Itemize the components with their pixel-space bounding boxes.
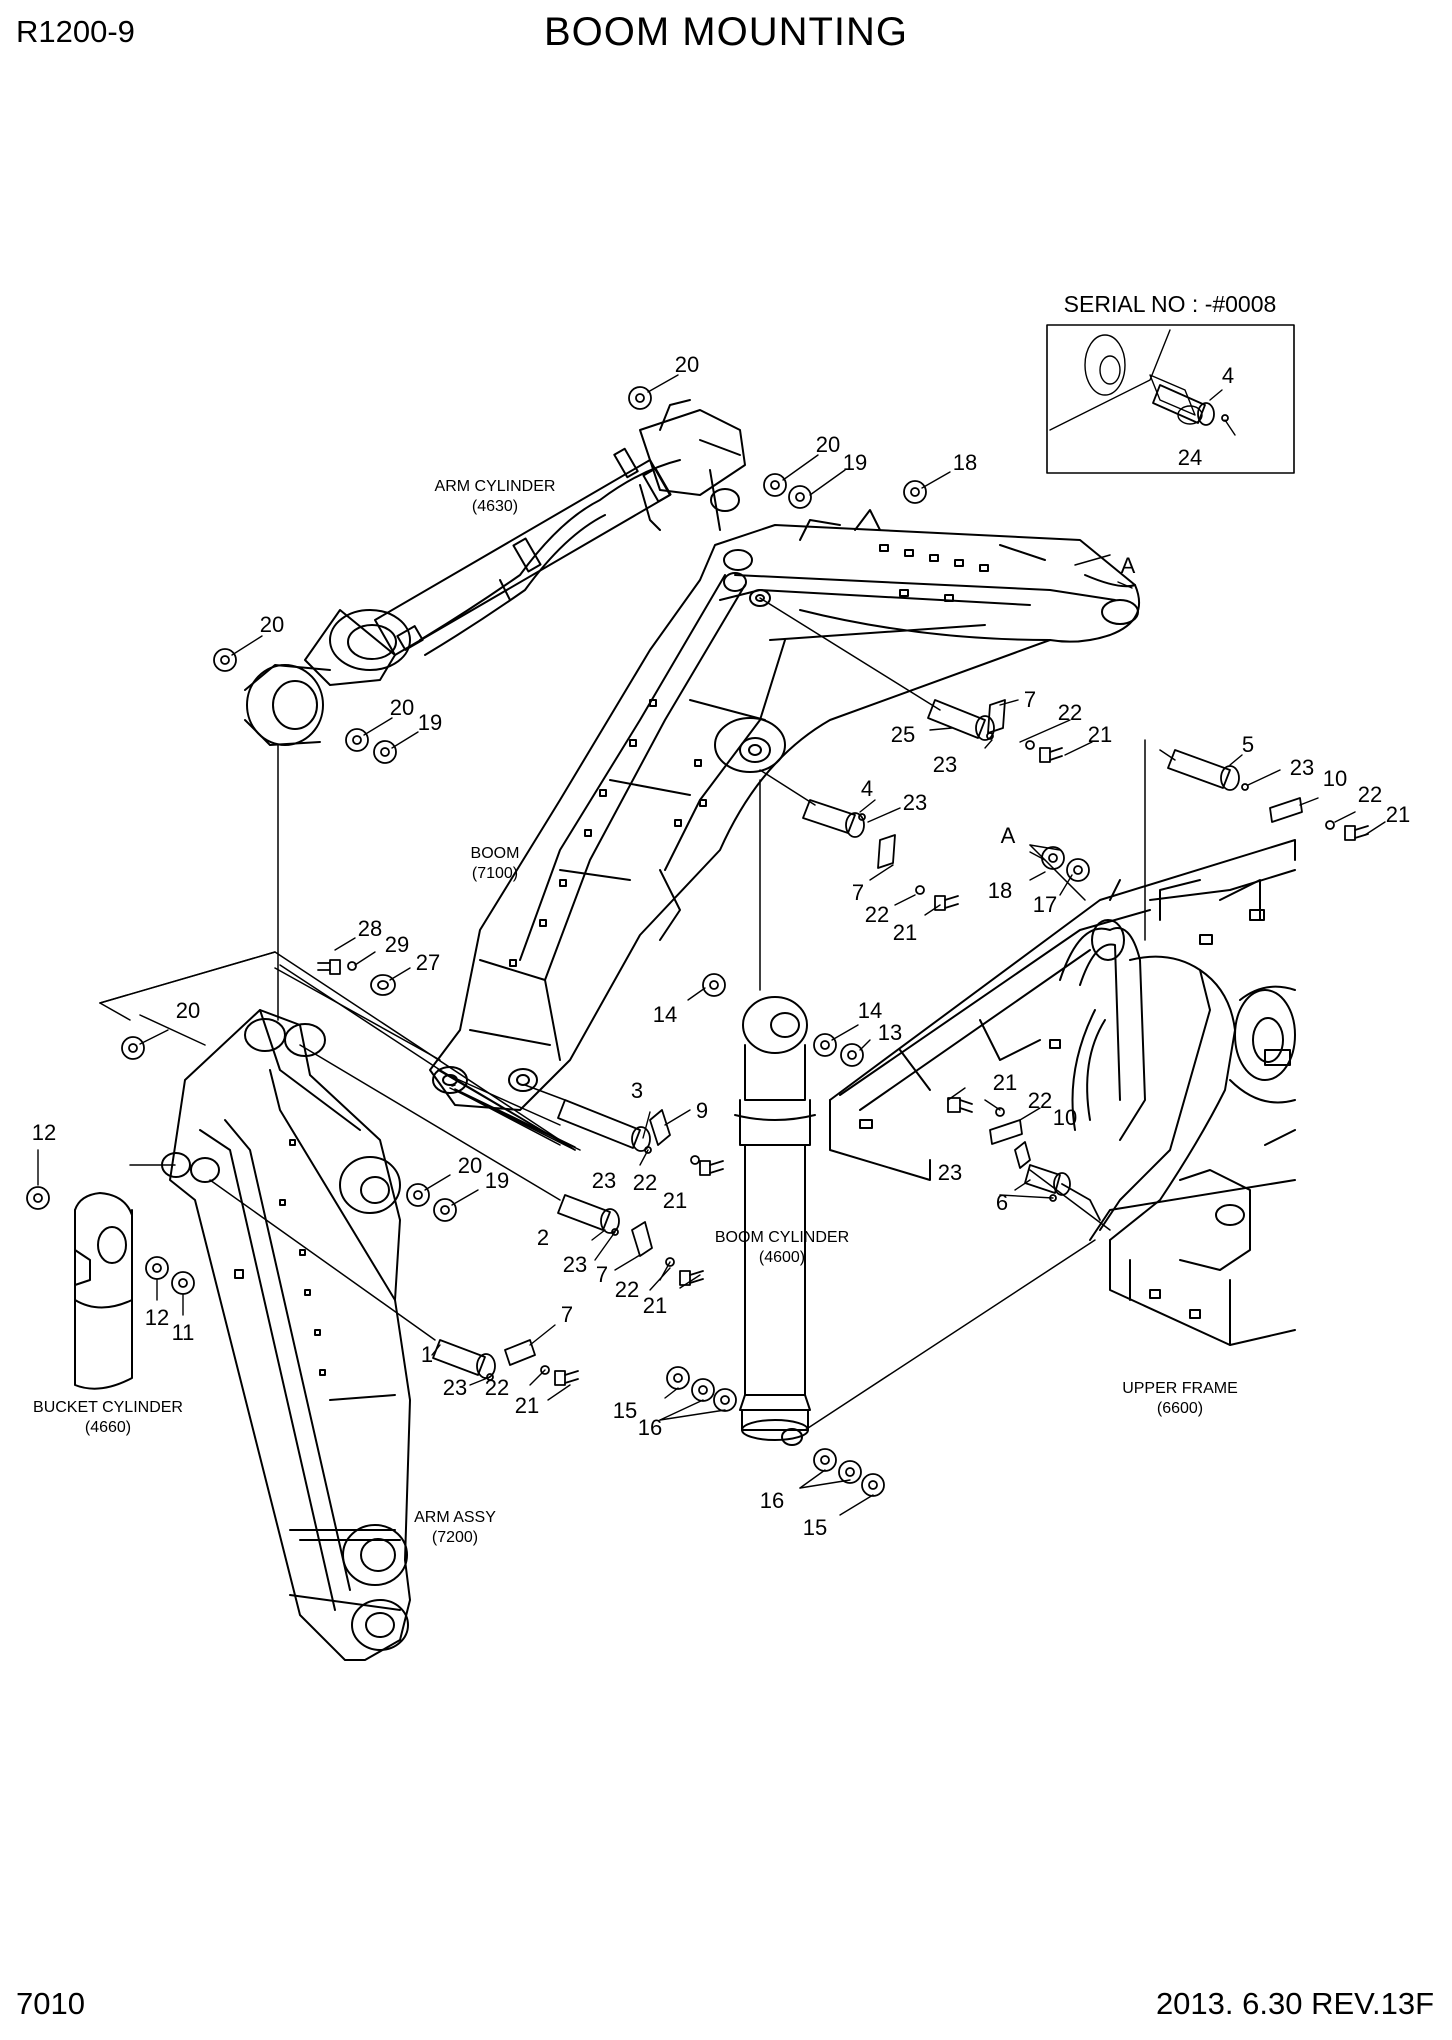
callout-28: 28	[358, 916, 382, 941]
callout-15: 15	[803, 1515, 827, 1540]
callout-7: 7	[596, 1262, 608, 1287]
callout-18: 18	[953, 450, 977, 475]
callout-24: 24	[1178, 445, 1202, 470]
view-ref-a-upper: A	[1121, 553, 1136, 578]
boom-cylinder-code: (4600)	[759, 1249, 805, 1266]
callout-21: 21	[893, 920, 917, 945]
callout-23: 23	[592, 1168, 616, 1193]
callout-25: 25	[891, 722, 915, 747]
callout-9: 9	[696, 1098, 708, 1123]
boom-label: BOOM	[471, 845, 520, 862]
callout-22: 22	[865, 902, 889, 927]
bucket-cylinder-code: (4660)	[85, 1419, 131, 1436]
callout-16: 16	[638, 1415, 662, 1440]
upper-frame-label: UPPER FRAME	[1122, 1380, 1238, 1397]
callout-6: 6	[996, 1190, 1008, 1215]
callout-20: 20	[458, 1153, 482, 1178]
callout-20: 20	[176, 998, 200, 1023]
callout-20: 20	[816, 432, 840, 457]
callout-22: 22	[1058, 700, 1082, 725]
view-ref-a-lower: A	[1001, 823, 1016, 848]
callout-27: 27	[416, 950, 440, 975]
callout-21: 21	[643, 1293, 667, 1318]
callout-15: 15	[613, 1398, 637, 1423]
revision-date: 2013. 6.30 REV.13F	[1155, 1986, 1434, 2021]
callout-20: 20	[675, 352, 699, 377]
callout-16: 16	[760, 1488, 784, 1513]
callout-22: 22	[485, 1375, 509, 1400]
arm-assy-code: (7200)	[432, 1529, 478, 1546]
boom-cylinder-outline	[734, 996, 816, 1446]
upper-frame-outline	[829, 839, 1296, 1346]
callout-19: 19	[418, 710, 442, 735]
callout-10: 10	[1053, 1105, 1077, 1130]
callout-21: 21	[515, 1393, 539, 1418]
callout-12: 12	[145, 1305, 169, 1330]
callout-23: 23	[903, 790, 927, 815]
boom-cylinder-label: BOOM CYLINDER	[715, 1229, 849, 1246]
callout-4: 4	[1222, 363, 1234, 388]
callout-5: 5	[1242, 732, 1254, 757]
callout-10: 10	[1323, 766, 1347, 791]
arm-cylinder-outline	[244, 399, 753, 746]
bucket-cylinder-label: BUCKET CYLINDER	[33, 1399, 183, 1416]
serial-inset-frame	[1046, 324, 1295, 474]
callout-7: 7	[1024, 687, 1036, 712]
callout-22: 22	[1028, 1088, 1052, 1113]
callout-22: 22	[633, 1170, 657, 1195]
callout-7: 7	[852, 880, 864, 905]
callout-4: 4	[861, 776, 873, 801]
callout-19: 19	[843, 450, 867, 475]
callout-18: 18	[988, 878, 1012, 903]
component-labels: ARM CYLINDER (4630) BOOM (7100) BOOM CYL…	[33, 291, 1276, 1546]
callout-20: 20	[260, 612, 284, 637]
callout-numbers: 20 20 19 18 20 20 19 7 22 21 25 23 4 23 …	[32, 352, 1410, 1540]
callout-14: 14	[858, 998, 882, 1023]
callout-22: 22	[615, 1277, 639, 1302]
callout-leaders	[37, 374, 1386, 1516]
bucket-cylinder-outline	[74, 1192, 133, 1390]
callout-2: 2	[537, 1225, 549, 1250]
callout-21: 21	[663, 1188, 687, 1213]
arm-cylinder-code: (4630)	[472, 498, 518, 515]
arm-cylinder-label: ARM CYLINDER	[435, 478, 556, 495]
callout-11: 11	[172, 1320, 195, 1345]
callout-12: 12	[32, 1120, 56, 1145]
assembly-lines	[99, 554, 1176, 1431]
boom-outline	[429, 509, 1140, 1111]
callout-29: 29	[385, 932, 409, 957]
callout-21: 21	[1386, 802, 1410, 827]
upper-frame-code: (6600)	[1157, 1400, 1203, 1417]
callout-22: 22	[1358, 782, 1382, 807]
arm-assy-label: ARM ASSY	[414, 1509, 496, 1526]
callout-13: 13	[878, 1020, 902, 1045]
serial-inset-title: SERIAL NO : -#0008	[1064, 291, 1277, 317]
boom-code: (7100)	[472, 865, 518, 882]
callout-7: 7	[561, 1302, 573, 1327]
callout-21: 21	[993, 1070, 1017, 1095]
callout-23: 23	[938, 1160, 962, 1185]
callout-23: 23	[443, 1375, 467, 1400]
model-number: R1200-9	[16, 14, 135, 49]
callout-19: 19	[485, 1168, 509, 1193]
callout-23: 23	[933, 752, 957, 777]
arm-assy-outline	[161, 1009, 411, 1661]
callout-20: 20	[390, 695, 414, 720]
callout-14: 14	[653, 1002, 677, 1027]
page-title: BOOM MOUNTING	[543, 10, 909, 54]
callout-1: 1	[421, 1342, 433, 1367]
callout-23: 23	[1290, 755, 1314, 780]
page-number: 7010	[16, 1986, 85, 2021]
callout-3: 3	[631, 1078, 643, 1103]
callout-17: 17	[1033, 892, 1057, 917]
callout-21: 21	[1088, 722, 1112, 747]
callout-23: 23	[563, 1252, 587, 1277]
